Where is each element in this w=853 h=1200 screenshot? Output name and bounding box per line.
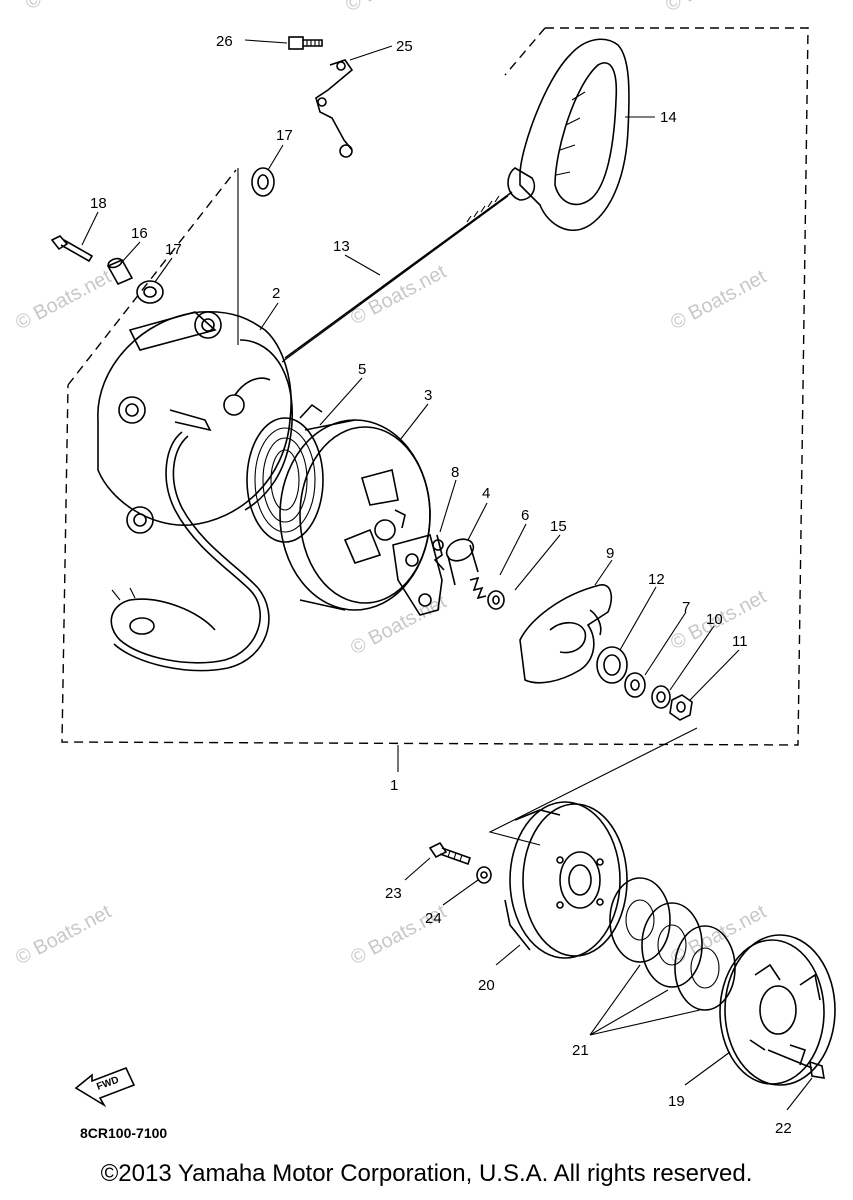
callout-7: 7 <box>682 599 690 616</box>
bracket-25 <box>315 59 354 158</box>
callout-10: 10 <box>706 611 723 628</box>
spring-12 <box>596 646 628 684</box>
callout-18: 18 <box>90 195 107 212</box>
callout-22: 22 <box>775 1120 792 1137</box>
callout-19: 19 <box>668 1093 685 1110</box>
bolt-26 <box>288 36 323 50</box>
washer-24 <box>476 866 492 884</box>
callout-23: 23 <box>385 885 402 902</box>
drum-3 <box>279 419 431 611</box>
bolt-18 <box>50 235 94 263</box>
callout-2: 2 <box>272 285 280 302</box>
friction-plate-9 <box>519 584 613 684</box>
callout-21: 21 <box>572 1042 589 1059</box>
pawl-4 <box>392 534 479 616</box>
callout-6: 6 <box>521 507 529 524</box>
watermark: © Boats.net <box>342 0 445 16</box>
spring-5 <box>246 403 324 543</box>
starter-case-2 <box>97 310 293 534</box>
callout-17-lower: 17 <box>165 241 182 258</box>
callout-5: 5 <box>358 361 366 378</box>
callouts: 1 2 3 4 5 6 7 8 9 10 11 12 13 14 15 16 1… <box>90 33 792 1137</box>
leader-box-20 <box>488 727 698 846</box>
callout-11: 11 <box>732 633 748 650</box>
watermark: © Boats.net <box>347 591 450 660</box>
spring-6 <box>469 576 487 600</box>
leader-lines <box>81 39 813 1111</box>
pulley-20 <box>504 801 628 959</box>
callout-12: 12 <box>648 571 665 588</box>
callout-20: 20 <box>478 977 495 994</box>
callout-24: 24 <box>425 910 442 927</box>
callout-17-upper: 17 <box>276 127 293 144</box>
part-code: 8CR100-7100 <box>80 1125 167 1141</box>
grommet-17-lower <box>136 280 164 304</box>
rope-13 <box>281 191 513 363</box>
callout-16: 16 <box>131 225 148 242</box>
bolt-23 <box>428 841 472 866</box>
watermark: © Boats.net <box>347 261 450 330</box>
callout-3: 3 <box>424 387 432 404</box>
washer-7 <box>624 672 646 698</box>
watermark: © Boats.net <box>12 266 115 335</box>
watermark: © Boats.net <box>667 266 770 335</box>
watermark: © Boats.net <box>12 901 115 970</box>
callout-14: 14 <box>660 109 677 126</box>
watermark: © Boats.net <box>22 0 125 14</box>
watermarks: © Boats.net © Boats.net © Boats.net © Bo… <box>12 0 770 969</box>
starter-handle-14 <box>507 38 630 231</box>
collar-16 <box>106 257 134 286</box>
callout-9: 9 <box>606 545 614 562</box>
cable-loop <box>110 431 270 672</box>
callout-1: 1 <box>390 777 398 794</box>
callout-15: 15 <box>550 518 567 535</box>
washer-15 <box>487 590 505 610</box>
fwd-arrow-icon: FWD <box>74 1066 136 1108</box>
assembly-boundary <box>61 27 809 746</box>
washer-10 <box>651 685 671 709</box>
watermark: © Boats.net <box>662 0 765 16</box>
callout-13: 13 <box>333 238 350 255</box>
fwd-label: FWD <box>95 1075 120 1093</box>
nut-11 <box>669 694 693 721</box>
screw-22 <box>767 1049 825 1079</box>
cover-19 <box>719 934 836 1086</box>
callout-26: 26 <box>216 33 233 50</box>
callout-8: 8 <box>451 464 459 481</box>
grommet-17-upper <box>251 167 275 197</box>
copyright-notice: ©2013 Yamaha Motor Corporation, U.S.A. A… <box>100 1160 753 1187</box>
callout-4: 4 <box>482 485 490 502</box>
callout-25: 25 <box>396 38 413 55</box>
